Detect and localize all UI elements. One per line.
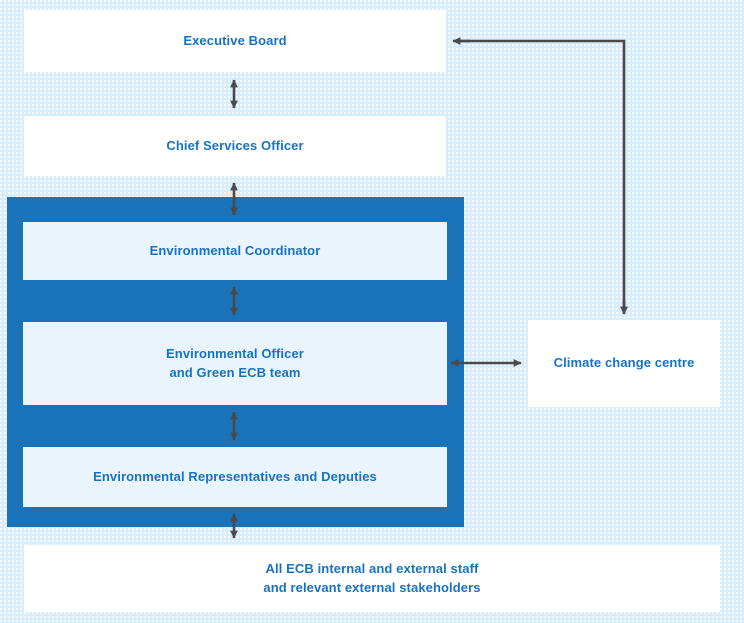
node-environmental-coordinator-label: Environmental Coordinator <box>149 242 321 258</box>
node-all-staff[interactable]: All ECB internal and external staff and … <box>24 545 720 612</box>
node-environmental-representatives[interactable]: Environmental Representatives and Deputi… <box>23 447 447 507</box>
node-executive-board-label: Executive Board <box>183 32 287 48</box>
node-chief-services-officer[interactable]: Chief Services Officer <box>24 116 446 176</box>
node-environmental-coordinator[interactable]: Environmental Coordinator <box>23 222 447 280</box>
node-climate-change-centre-label: Climate change centre <box>553 355 695 371</box>
node-executive-board[interactable]: Executive Board <box>24 10 446 72</box>
connector-climate-change-centre-executive-board-elbow <box>455 39 626 313</box>
node-environmental-officer[interactable]: Environmental Officer and Green ECB team <box>23 322 447 405</box>
node-all-staff-label-line1: All ECB internal and external staff <box>265 560 479 576</box>
node-all-staff-label-line2: and relevant external stakeholders <box>263 579 481 595</box>
node-climate-change-centre[interactable]: Climate change centre <box>528 320 720 407</box>
node-chief-services-officer-label: Chief Services Officer <box>166 137 304 153</box>
node-environmental-representatives-label: Environmental Representatives and Deputi… <box>93 468 377 484</box>
node-environmental-officer-label-line2: and Green ECB team <box>169 364 301 380</box>
node-environmental-officer-label-line1: Environmental Officer <box>166 345 304 361</box>
